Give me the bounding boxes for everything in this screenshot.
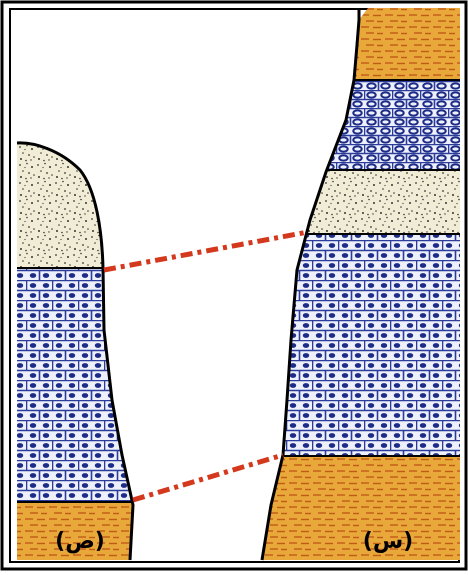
right-column-label: (س) (363, 529, 413, 554)
right-bottom-shale-layer (255, 456, 468, 566)
left-column-label: (ص) (55, 529, 105, 554)
